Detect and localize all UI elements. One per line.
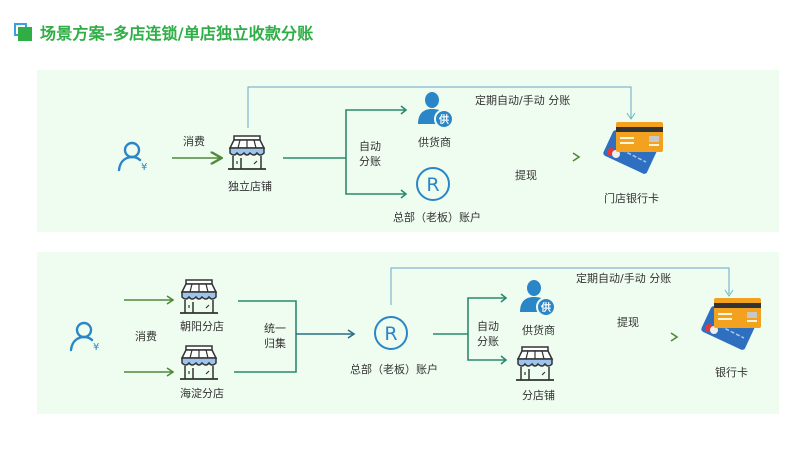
label-branch-store: 分店铺 (522, 389, 555, 402)
page-title: 场景方案–多店连锁/单店独立收款分账 (40, 24, 314, 43)
label-periodic-split-1: 定期自动/手动 分账 (475, 94, 571, 107)
label-independent-store: 独立店铺 (228, 180, 272, 193)
bank-card-icon (603, 122, 663, 174)
label-unify-a: 统一 (264, 322, 286, 335)
label-haidian-store: 海淀分店 (180, 387, 224, 400)
supplier-icon-2: 供 (520, 280, 556, 317)
split-bracket-2 (467, 297, 506, 361)
label-unify-b: 归集 (264, 337, 286, 350)
consumer-yuan-icon-2: ¥ (69, 321, 99, 353)
label-auto-split-2b: 分账 (477, 335, 499, 348)
line-top-periodic-1 (247, 86, 632, 128)
label-hq-account-1: 总部（老板）账户 (393, 211, 481, 224)
title-squares-icon (14, 23, 32, 41)
svg-text:供: 供 (540, 301, 551, 314)
supplier-icon: 供 (418, 92, 454, 129)
registered-account-icon: R (416, 167, 450, 201)
storefront-icon-branch (516, 346, 554, 381)
label-supplier-2: 供货商 (522, 324, 555, 337)
label-bank-card-2: 银行卡 (715, 366, 748, 379)
split-bracket-1 (345, 109, 406, 195)
svg-text:¥: ¥ (93, 342, 99, 353)
svg-text:R: R (384, 323, 397, 345)
label-withdraw-1: 提现 (515, 169, 537, 182)
label-withdraw-2: 提现 (617, 316, 639, 329)
arrowhead-periodic-1 (626, 112, 636, 120)
svg-text:R: R (426, 174, 439, 196)
storefront-icon-haidian (180, 345, 218, 380)
svg-text:供: 供 (438, 113, 449, 126)
bank-card-icon-2 (701, 298, 761, 350)
unify-bracket (234, 300, 297, 373)
registered-account-icon-2: R (374, 316, 408, 350)
label-store-bank-card: 门店银行卡 (604, 192, 659, 205)
label-consume-2: 消费 (135, 330, 157, 343)
line-top-periodic-2 (390, 267, 730, 305)
title-bar: 场景方案–多店连锁/单店独立收款分账 (14, 20, 313, 44)
label-auto-split-1a: 自动 (359, 140, 381, 153)
label-consume-1: 消费 (183, 135, 205, 148)
storefront-icon (228, 135, 266, 170)
svg-text:¥: ¥ (141, 162, 147, 173)
label-supplier-1: 供货商 (418, 136, 451, 149)
storefront-icon-chaoyang (180, 279, 218, 314)
label-auto-split-1b: 分账 (359, 155, 381, 168)
label-auto-split-2a: 自动 (477, 320, 499, 333)
label-periodic-split-2: 定期自动/手动 分账 (576, 272, 672, 285)
label-chaoyang-store: 朝阳分店 (180, 320, 224, 333)
consumer-yuan-icon: ¥ (117, 141, 147, 173)
label-hq-account-2: 总部（老板）账户 (350, 363, 438, 376)
